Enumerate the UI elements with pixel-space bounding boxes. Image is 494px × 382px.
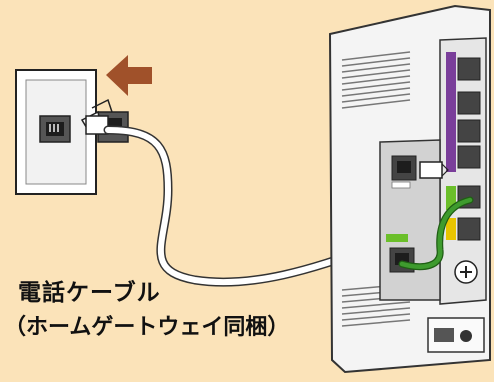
line-port (391, 155, 417, 189)
phone-plug-wall-end (80, 98, 113, 135)
arrow-left-icon (106, 55, 152, 96)
home-gateway-router (328, 4, 491, 374)
caption-line-1: 電話ケーブル (18, 280, 161, 306)
lan-label-strip (446, 52, 456, 172)
power-jack (460, 330, 472, 342)
yellow-label (446, 218, 456, 240)
ground-screw-icon (454, 260, 478, 284)
outlet-jack-left (39, 115, 71, 143)
router-vents (341, 51, 411, 327)
green-label (446, 186, 456, 210)
phone-plug-router-end (419, 161, 449, 179)
cable-caption: 電話ケーブル （ホームゲートウェイ同梱） (4, 280, 289, 341)
power-port (434, 328, 454, 342)
lan-ports (457, 57, 481, 169)
green-cable (398, 196, 474, 271)
phone-port (386, 234, 415, 273)
caption-line-2: （ホームゲートウェイ同梱） (4, 315, 290, 341)
wall-outlet (15, 69, 129, 195)
